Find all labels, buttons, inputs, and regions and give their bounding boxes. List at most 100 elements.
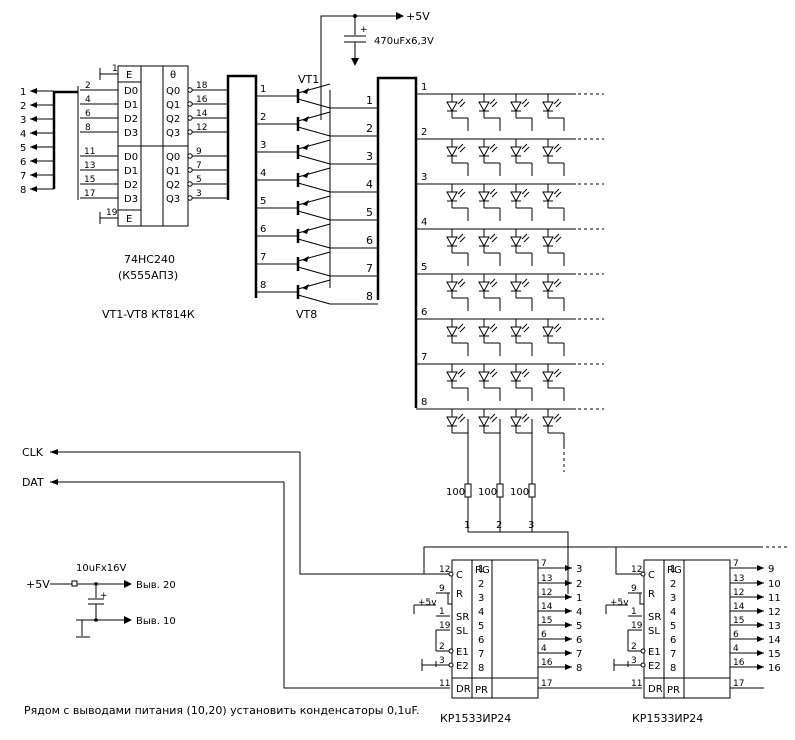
led-light-ray xyxy=(555,236,562,243)
register-pin-num: 9 xyxy=(439,584,445,594)
led-light-ray xyxy=(521,143,528,150)
led-light-ray xyxy=(489,323,496,330)
register-out-label: 16 xyxy=(768,663,781,674)
led-icon xyxy=(478,146,490,158)
register-out-label: 6 xyxy=(576,635,582,646)
led-light-ray xyxy=(489,233,496,240)
chip-output-pin-num: 7 xyxy=(196,161,202,171)
register-out-num: 1 xyxy=(478,564,484,575)
led-icon xyxy=(478,281,490,293)
led-light-ray xyxy=(521,98,528,105)
pr-label: PR xyxy=(475,685,488,696)
register-out-label: 9 xyxy=(768,564,774,575)
register-out-num: 4 xyxy=(670,607,676,618)
enable-top: E xyxy=(126,70,132,81)
input-label: 2 xyxy=(20,101,26,112)
inverter-bubble xyxy=(187,115,193,121)
chip-output-pin-num: 9 xyxy=(196,147,202,157)
chip-input-pin-num: 13 xyxy=(84,161,95,171)
register-pin-name: SL xyxy=(456,626,468,637)
collector-label: 5 xyxy=(366,206,373,219)
register-out-label: 15 xyxy=(768,649,781,660)
register-out-pin: 4 xyxy=(541,644,547,654)
vt8-label: VT8 xyxy=(296,308,317,321)
column-number: 2 xyxy=(496,520,502,531)
led-icon xyxy=(446,416,458,428)
register-pin-num: 12 xyxy=(439,565,450,575)
pin-bubble xyxy=(640,648,646,654)
input-label: 8 xyxy=(20,185,26,196)
led-icon xyxy=(542,101,554,113)
register-out-pin: 13 xyxy=(733,574,744,584)
register-pin-name: C xyxy=(456,570,463,581)
matrix-row-label: 2 xyxy=(421,127,427,138)
led-icon xyxy=(478,101,490,113)
led-light-ray xyxy=(523,281,530,288)
emitter-arrow-icon xyxy=(302,200,309,206)
led-icon xyxy=(446,191,458,203)
transistor-collector xyxy=(297,266,331,277)
led-icon xyxy=(510,326,522,338)
led-icon xyxy=(542,416,554,428)
register-out-num: 1 xyxy=(670,564,676,575)
chip-output-pin-num: 18 xyxy=(196,81,208,91)
arrow-icon xyxy=(30,172,37,178)
pin-bubble xyxy=(640,662,646,668)
register-out-label: 3 xyxy=(576,564,582,575)
pin-e1: 1 xyxy=(112,64,118,74)
led-light-ray xyxy=(489,413,496,420)
register-pin-name: E1 xyxy=(456,647,469,658)
reset-wire xyxy=(436,592,452,605)
led-light-ray xyxy=(457,323,464,330)
led-icon xyxy=(510,236,522,248)
arrow-icon xyxy=(30,144,37,150)
arrow-icon xyxy=(757,650,764,656)
emitter-arrow-icon xyxy=(302,228,309,234)
led-light-ray xyxy=(459,371,466,378)
register-pin-name: SL xyxy=(648,626,660,637)
chip-input-name: D3 xyxy=(124,128,138,139)
matrix-row-label: 3 xyxy=(421,172,427,183)
register-out-num: 8 xyxy=(670,663,676,674)
chip-output-pin-num: 5 xyxy=(196,175,202,185)
register-body xyxy=(643,559,731,699)
chip-output-name: Q0 xyxy=(166,86,180,97)
register-pin-num: 11 xyxy=(439,679,450,689)
led-icon xyxy=(446,281,458,293)
arrow-icon xyxy=(565,650,572,656)
inverter-bubble xyxy=(187,167,193,173)
transistor-collector xyxy=(297,98,331,109)
register-out-num: 2 xyxy=(670,579,676,590)
register-out-pin: 7 xyxy=(541,559,547,569)
chip-input-name: D2 xyxy=(124,114,138,125)
led-light-ray xyxy=(523,191,530,198)
arrow-icon xyxy=(757,664,764,670)
arrow-icon xyxy=(30,158,37,164)
register-out-pin: 6 xyxy=(541,630,547,640)
register-pr-pin: 17 xyxy=(733,679,744,689)
arrow-icon xyxy=(565,565,572,571)
register-out-label: 1 xyxy=(576,593,582,604)
led-light-ray xyxy=(523,146,530,153)
register-pin-num: 3 xyxy=(439,656,445,666)
chip-input-name: D1 xyxy=(124,166,138,177)
pin-bubble xyxy=(640,571,646,577)
emitter-arrow-icon xyxy=(302,116,309,122)
dat-label: DAT xyxy=(22,476,44,489)
collector-label: 1 xyxy=(366,94,373,107)
collector-label: 7 xyxy=(366,262,373,275)
resistor-icon xyxy=(528,483,536,498)
resistor-icon xyxy=(496,483,504,498)
arrow-icon xyxy=(757,622,764,628)
register-pin-name: SR xyxy=(648,612,661,623)
aux-power: +5V + 10uFx16V Выв. 20 Выв. 10 xyxy=(26,563,176,638)
led-light-ray xyxy=(459,191,466,198)
register-pin-num: 1 xyxy=(439,607,445,617)
resistor-value: 100 xyxy=(478,487,497,498)
chip-output-pin-num: 16 xyxy=(196,95,208,105)
register-pin-num: 2 xyxy=(439,642,445,652)
transistor-collector xyxy=(297,238,331,249)
